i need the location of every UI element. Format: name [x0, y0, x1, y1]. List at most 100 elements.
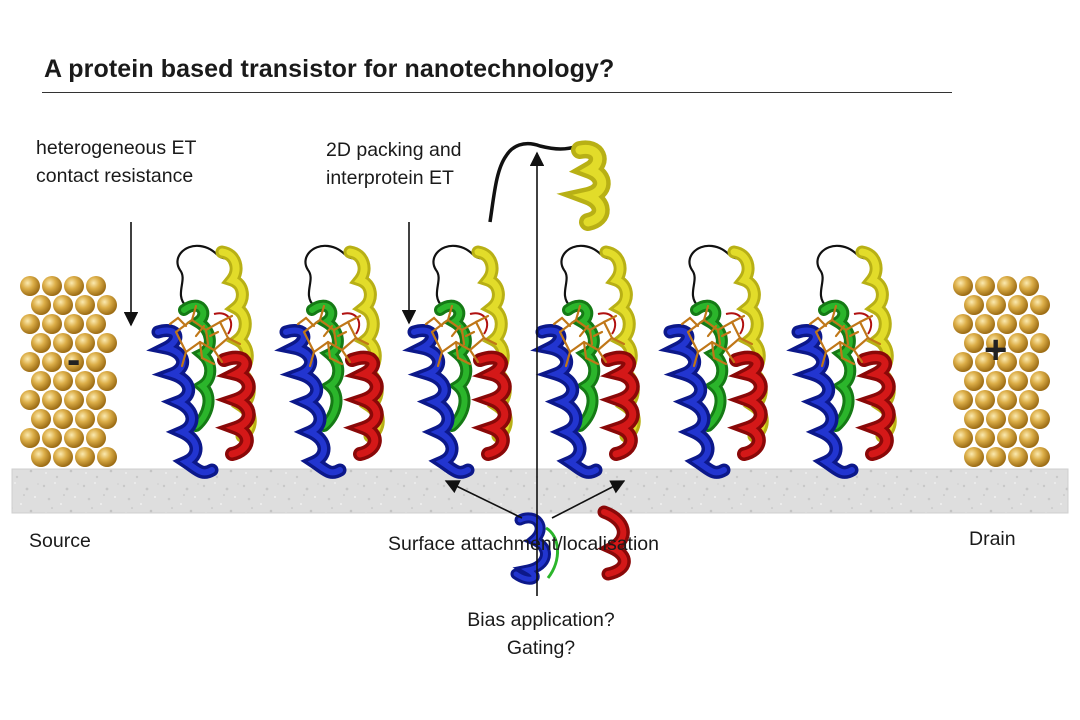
gold-atom: [86, 276, 106, 296]
gold-atom: [1019, 428, 1039, 448]
gold-atom: [1030, 333, 1050, 353]
gold-atom: [953, 428, 973, 448]
plus-sign: +: [984, 328, 1008, 372]
gold-atom: [1008, 333, 1028, 353]
gold-atom: [64, 352, 84, 372]
gold-atom: [31, 447, 51, 467]
gold-atom: [975, 276, 995, 296]
gold-atom: [42, 314, 62, 334]
gold-atom: [42, 428, 62, 448]
gold-atom: [75, 333, 95, 353]
gold-atom: [953, 314, 973, 334]
gold-atom: [964, 409, 984, 429]
gold-atom: [964, 371, 984, 391]
packing-label: 2D packing and interprotein ET: [326, 136, 462, 192]
gold-atom: [986, 409, 1006, 429]
gold-atom: [31, 409, 51, 429]
minus-sign: -: [67, 338, 81, 382]
bias-line-1: Bias application?: [467, 609, 615, 631]
drain-label: Drain: [969, 528, 1016, 550]
drain-electrode: [953, 276, 1050, 467]
gold-atom: [20, 314, 40, 334]
bias-label: Bias application? Gating?: [441, 606, 641, 662]
gold-atom: [986, 447, 1006, 467]
protein-molecule: [542, 246, 634, 473]
gold-atom: [964, 295, 984, 315]
gold-atom: [86, 352, 106, 372]
gold-atom: [1030, 295, 1050, 315]
gold-atom: [1019, 314, 1039, 334]
gold-atom: [86, 314, 106, 334]
gold-atom: [986, 371, 1006, 391]
gold-atom: [975, 428, 995, 448]
gold-atom: [986, 295, 1006, 315]
protein-molecule: [158, 246, 250, 473]
gold-atom: [31, 333, 51, 353]
surface-attachment-label: Surface attachment/localisation: [388, 533, 659, 555]
gold-atom: [86, 390, 106, 410]
gold-atom: [64, 390, 84, 410]
gold-atom: [953, 276, 973, 296]
substrate-surface: [11, 468, 1069, 514]
gold-atom: [97, 371, 117, 391]
gold-atom: [97, 295, 117, 315]
gold-atom: [31, 295, 51, 315]
gold-atom: [1019, 276, 1039, 296]
heterogeneous-line-2: contact resistance: [36, 165, 194, 187]
gold-atom: [997, 314, 1017, 334]
packing-line-2: interprotein ET: [326, 167, 454, 189]
gold-atom: [986, 333, 1006, 353]
gold-atom: [97, 447, 117, 467]
gold-atom: [42, 352, 62, 372]
protein-molecule: [670, 246, 762, 473]
gold-atom: [953, 352, 973, 372]
gold-atom: [64, 314, 84, 334]
gold-atom: [86, 428, 106, 448]
gold-atom: [64, 428, 84, 448]
gold-atom: [97, 409, 117, 429]
title-underline: [42, 92, 952, 93]
gold-atom: [997, 352, 1017, 372]
gold-atom: [75, 371, 95, 391]
gold-atom: [20, 276, 40, 296]
surface-arrow-right: [551, 480, 626, 519]
gold-atom: [42, 276, 62, 296]
gold-atom: [53, 371, 73, 391]
gold-atom: [97, 333, 117, 353]
protein-molecule: [798, 246, 890, 473]
gold-atom: [997, 276, 1017, 296]
gold-atom: [75, 409, 95, 429]
gold-atom: [75, 447, 95, 467]
probe-protein-fragment: [488, 140, 611, 231]
gold-atom: [1008, 371, 1028, 391]
gold-atom: [1030, 409, 1050, 429]
gold-atom: [975, 352, 995, 372]
gold-atom: [1008, 295, 1028, 315]
page-title: A protein based transistor for nanotechn…: [44, 55, 615, 83]
heterogeneous-et-label: heterogeneous ET contact resistance: [36, 134, 196, 190]
gold-atom: [1030, 447, 1050, 467]
gold-atom: [1019, 352, 1039, 372]
gold-atom: [75, 295, 95, 315]
protein-molecule: [286, 246, 378, 473]
surface-arrow-left: [444, 480, 523, 519]
gold-atom: [53, 333, 73, 353]
protein-array: [158, 246, 890, 473]
gold-atom: [42, 390, 62, 410]
gold-atom: [53, 447, 73, 467]
gold-atom: [975, 314, 995, 334]
source-electrode: [20, 276, 117, 467]
gold-atom: [31, 371, 51, 391]
gold-atom: [1008, 409, 1028, 429]
submerged-protein-fragment: [510, 505, 631, 585]
gold-atom: [964, 333, 984, 353]
gold-atom: [997, 428, 1017, 448]
gold-atom: [20, 428, 40, 448]
bias-line-2: Gating?: [506, 637, 576, 659]
gold-atom: [1019, 390, 1039, 410]
gold-atom: [997, 390, 1017, 410]
protein-molecule: [414, 246, 506, 473]
gold-atom: [20, 352, 40, 372]
